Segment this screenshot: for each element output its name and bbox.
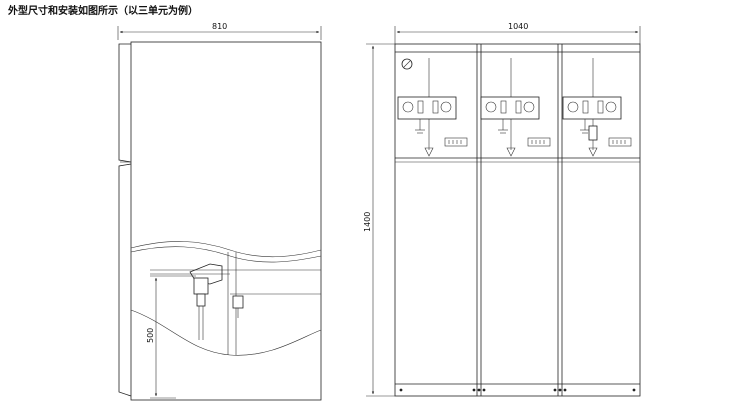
side-cutaway	[130, 241, 322, 356]
front-height-label: 1400	[363, 212, 372, 232]
unit-2-panel	[480, 58, 551, 157]
front-view: 1040 1400	[363, 22, 641, 397]
front-width-dimension: 1040	[394, 22, 641, 44]
page-title: 外型尺寸和安装如图所示（以三单元为例）	[8, 6, 198, 17]
front-width-label: 1040	[508, 22, 528, 31]
fuse-icon	[588, 125, 598, 141]
side-width-dimension: 810	[117, 22, 322, 40]
front-height-dimension: 1400	[363, 43, 395, 397]
unit-1-panel	[397, 58, 468, 157]
front-cabinet-outline	[394, 43, 641, 397]
base-mounting	[399, 388, 636, 392]
side-view: 810	[117, 22, 322, 401]
side-width-label: 810	[212, 22, 227, 31]
unit-3-panel	[562, 58, 632, 157]
side-height-label: 500	[146, 328, 155, 343]
side-height-dimension: 500	[146, 275, 196, 399]
side-cabinet-outline	[118, 41, 322, 401]
